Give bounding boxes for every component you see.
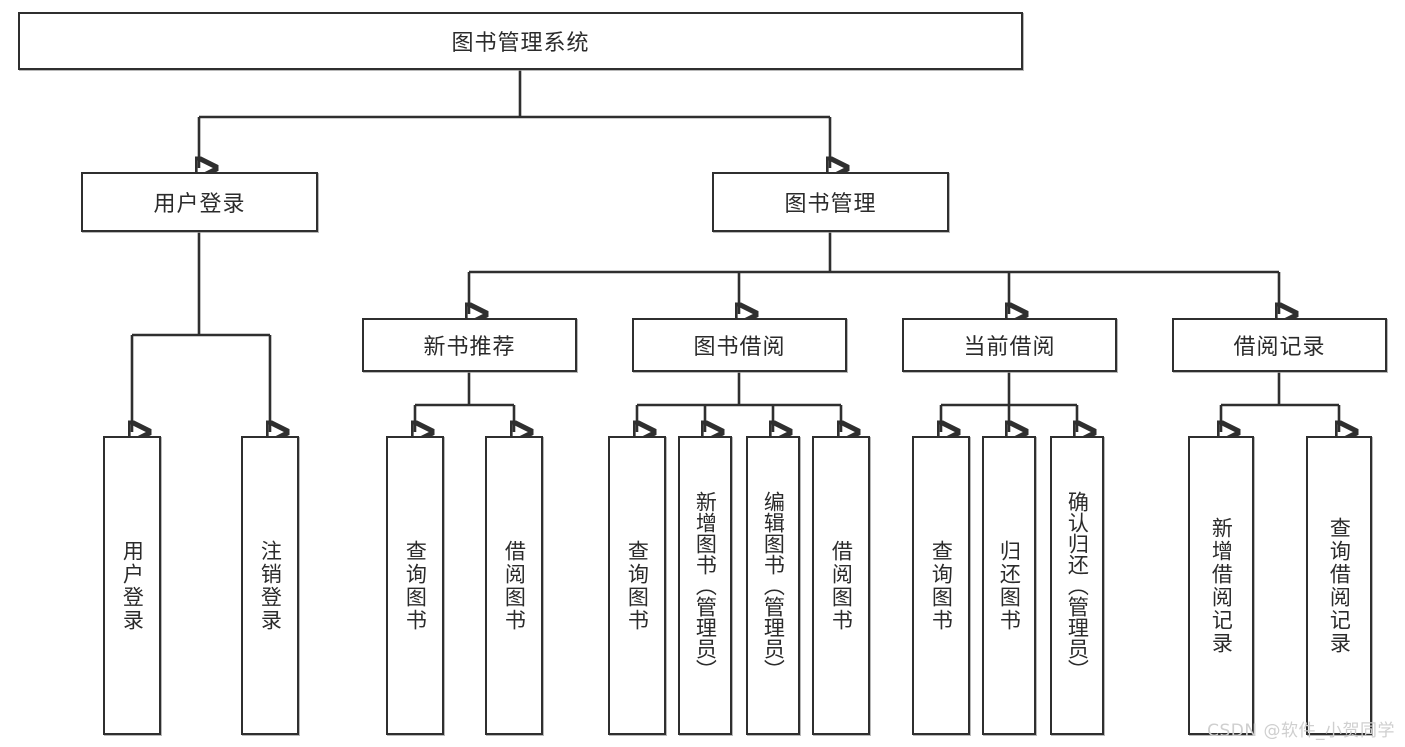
node-root[interactable]: 图书管理系统 [18,12,1023,70]
node-book-management[interactable]: 图书管理 [712,172,949,232]
leaf-record-query-borrow-record[interactable]: 查询借阅记录 [1306,436,1372,735]
leaf-borrow-add-book-admin[interactable]: 新增图书（管理员） [678,436,732,735]
leaf-borrow-borrow-book[interactable]: 借阅图书 [812,436,870,735]
node-new-book-recommend[interactable]: 新书推荐 [362,318,577,372]
node-borrow-record[interactable]: 借阅记录 [1172,318,1387,372]
leaf-current-confirm-return-admin[interactable]: 确认归还（管理员） [1050,436,1104,735]
leaf-recommend-query-book[interactable]: 查询图书 [386,436,444,735]
leaf-current-return-book[interactable]: 归还图书 [982,436,1036,735]
node-book-borrow[interactable]: 图书借阅 [632,318,847,372]
watermark: CSDN @软件_小贺同学 [1207,721,1395,741]
leaf-borrow-edit-book-admin[interactable]: 编辑图书（管理员） [746,436,800,735]
leaf-user-login[interactable]: 用户登录 [103,436,161,735]
leaf-user-logout[interactable]: 注销登录 [241,436,299,735]
leaf-record-add-borrow-record[interactable]: 新增借阅记录 [1188,436,1254,735]
node-current-borrow[interactable]: 当前借阅 [902,318,1117,372]
node-user-login[interactable]: 用户登录 [81,172,318,232]
leaf-current-query-book[interactable]: 查询图书 [912,436,970,735]
leaf-recommend-borrow-book[interactable]: 借阅图书 [485,436,543,735]
leaf-borrow-query-book[interactable]: 查询图书 [608,436,666,735]
